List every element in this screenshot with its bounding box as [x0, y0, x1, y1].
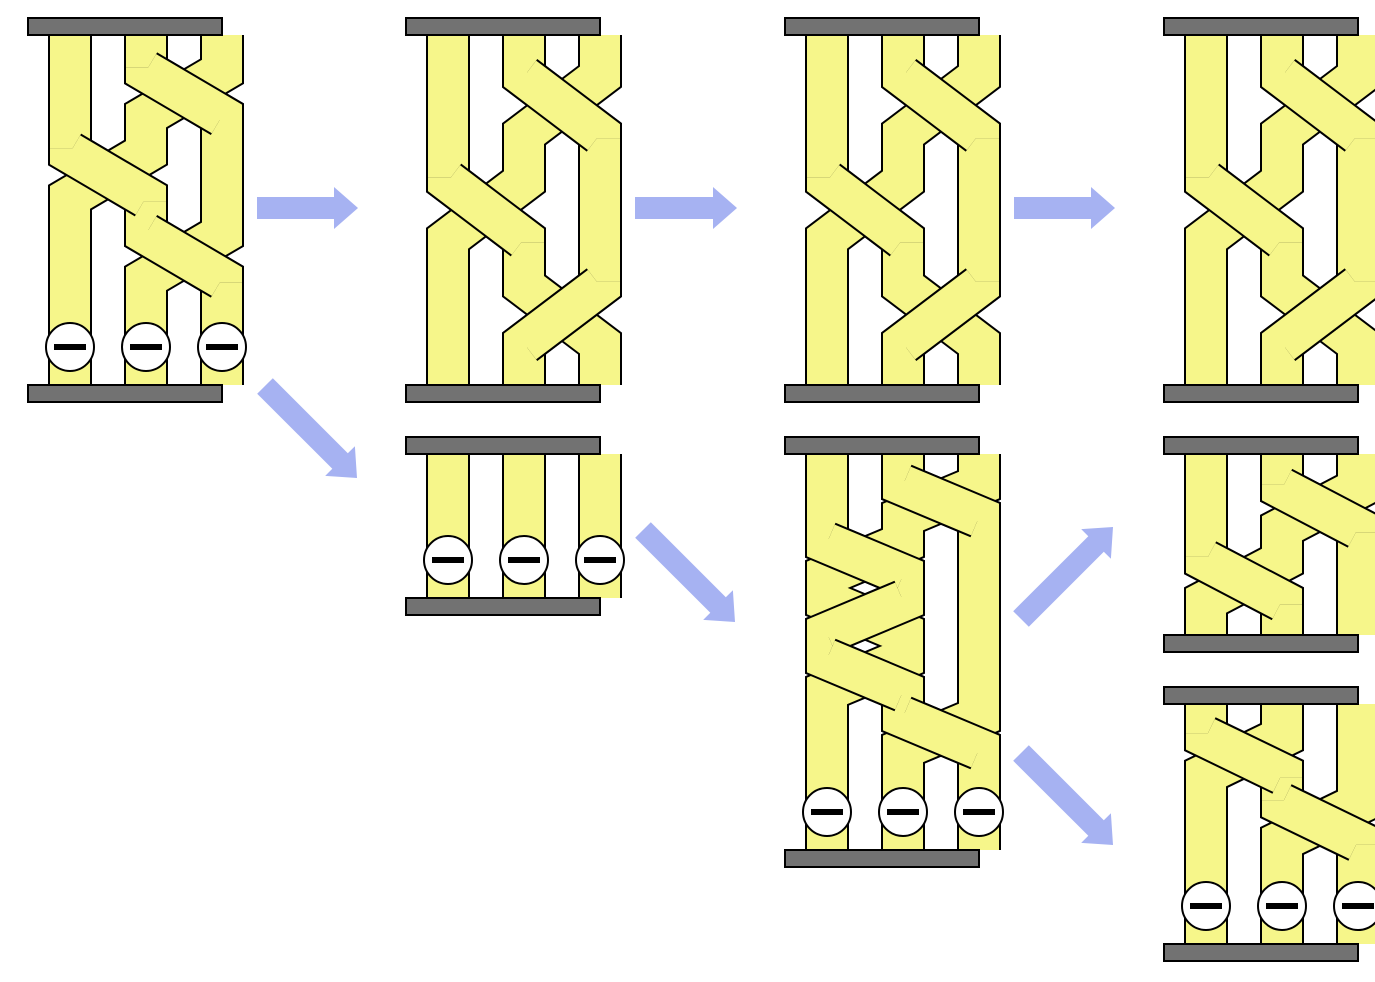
crossing-over-2 [48, 133, 168, 217]
bottom-bar [405, 384, 601, 403]
minus-marker-icon [1257, 881, 1307, 931]
top-bar [405, 436, 601, 455]
minus-marker-icon [575, 535, 625, 585]
strand-1 [1184, 35, 1375, 385]
strand-1 [1184, 704, 1375, 944]
strand-3 [426, 35, 622, 385]
panel-d [1163, 17, 1375, 403]
crossing-over-2 [805, 163, 925, 257]
panel-e [405, 436, 625, 616]
top-bar [784, 17, 980, 36]
right-arrow-icon-3 [1014, 187, 1115, 229]
right-arrow-icon-2 [635, 187, 737, 229]
top-bar [405, 17, 601, 36]
strand-2 [124, 35, 244, 385]
crossing-over-2 [1184, 163, 1304, 257]
crossing-over-3 [502, 268, 622, 361]
strand-2 [1260, 35, 1375, 385]
strand-3 [1184, 35, 1375, 385]
top-bar [784, 436, 980, 455]
strand-3 [48, 35, 244, 385]
minus-marker-icon [878, 787, 928, 837]
bottom-bar [27, 384, 223, 403]
bottom-bar [1163, 943, 1359, 962]
strand-2 [881, 454, 1001, 850]
crossing-over-1 [1260, 59, 1375, 152]
strand-1 [805, 35, 1001, 385]
panel-g [1163, 436, 1375, 653]
crossing-over-1 [124, 52, 244, 135]
panel-a [27, 17, 247, 403]
down-right-arrow-icon-5 [635, 522, 735, 622]
crossing-over-2 [1260, 784, 1375, 861]
bottom-bar [1163, 384, 1359, 403]
crossing-over-1 [1184, 717, 1304, 794]
panel-c [784, 17, 1001, 403]
panel-h [1163, 686, 1375, 962]
strand-2 [502, 35, 622, 385]
up-right-arrow-icon-6 [1013, 527, 1113, 627]
crossing-over-1 [1260, 468, 1375, 548]
strand-3 [1184, 454, 1375, 635]
minus-marker-icon [802, 787, 852, 837]
right-arrow-icon-1 [257, 187, 358, 229]
minus-marker-icon [423, 535, 473, 585]
crossing-over-1 [881, 59, 1001, 152]
crossing-over-3 [805, 580, 925, 654]
strand-3 [805, 35, 1001, 385]
strand-2 [881, 35, 1001, 385]
crossing-over-3 [1260, 268, 1375, 361]
crossing-over-3 [124, 215, 244, 298]
top-bar [27, 17, 223, 36]
minus-marker-icon [954, 787, 1004, 837]
panel-b [405, 17, 622, 403]
minus-marker-icon [45, 322, 95, 372]
bottom-bar [1163, 634, 1359, 653]
crossing-over-1 [881, 464, 1001, 538]
minus-marker-icon [1181, 881, 1231, 931]
bottom-bar [405, 597, 601, 616]
strand-1 [426, 35, 622, 385]
top-bar [1163, 686, 1359, 705]
down-right-arrow-icon-7 [1013, 745, 1113, 845]
panel-f [784, 436, 1004, 868]
crossing-over-5 [881, 696, 1001, 770]
crossing-over-2 [805, 522, 925, 596]
top-bar [1163, 436, 1359, 455]
minus-marker-icon [197, 322, 247, 372]
top-bar [1163, 17, 1359, 36]
crossing-over-1 [502, 59, 622, 152]
down-right-arrow-icon-4 [257, 378, 357, 478]
bottom-bar [784, 849, 980, 868]
crossing-over-2 [426, 163, 546, 257]
crossing-over-2 [1184, 541, 1304, 621]
crossing-over-3 [881, 268, 1001, 361]
panels-layer [27, 17, 1375, 962]
minus-marker-icon [499, 535, 549, 585]
arrows-layer [257, 187, 1115, 845]
bottom-bar [784, 384, 980, 403]
minus-marker-icon [121, 322, 171, 372]
strand-1 [48, 35, 244, 385]
minus-marker-icon [1333, 881, 1375, 931]
crossing-over-4 [805, 638, 925, 712]
